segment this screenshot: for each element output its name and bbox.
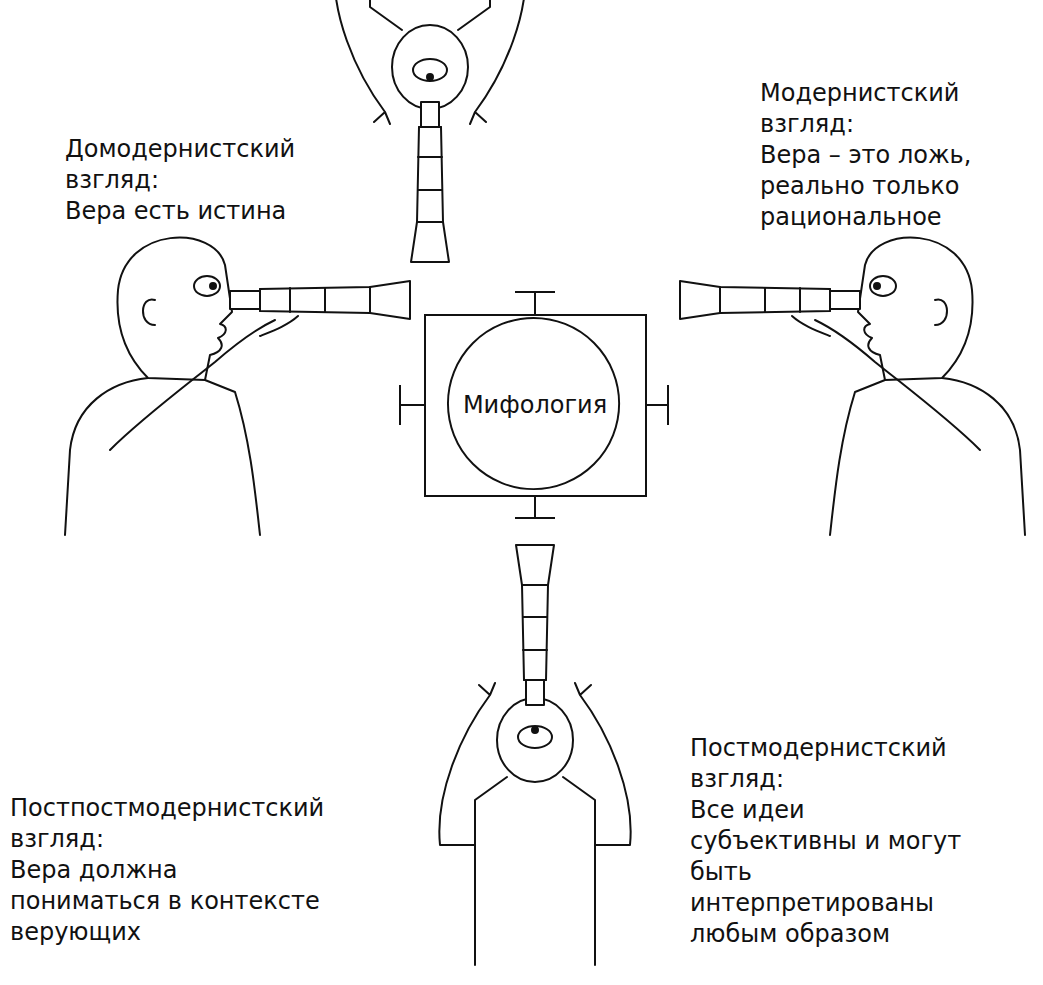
caption-heading: Постпостмодернистский взгляд: <box>10 793 324 855</box>
node-title: Мифология <box>457 391 613 419</box>
myth-box: Мифология <box>424 314 647 497</box>
caption-text: Все идеи субъективны и могут быть интерп… <box>690 795 962 950</box>
bracket-ticks <box>400 292 668 518</box>
caption-text: Вера – это ложь, реально только рационал… <box>760 140 1030 233</box>
person-figure <box>680 238 1025 535</box>
caption-heading: Модернистский взгляд: <box>760 78 959 140</box>
caption-heading: Домодернистский взгляд: <box>65 134 295 196</box>
caption-heading: Постмодернистский взгляд: <box>690 733 947 795</box>
person-figure <box>334 0 525 262</box>
person-figure <box>439 545 630 965</box>
person-figure <box>65 238 410 535</box>
caption-text: Вера есть истина <box>65 196 286 227</box>
caption-text: Вера должна пониматься в контексте верую… <box>10 855 328 948</box>
